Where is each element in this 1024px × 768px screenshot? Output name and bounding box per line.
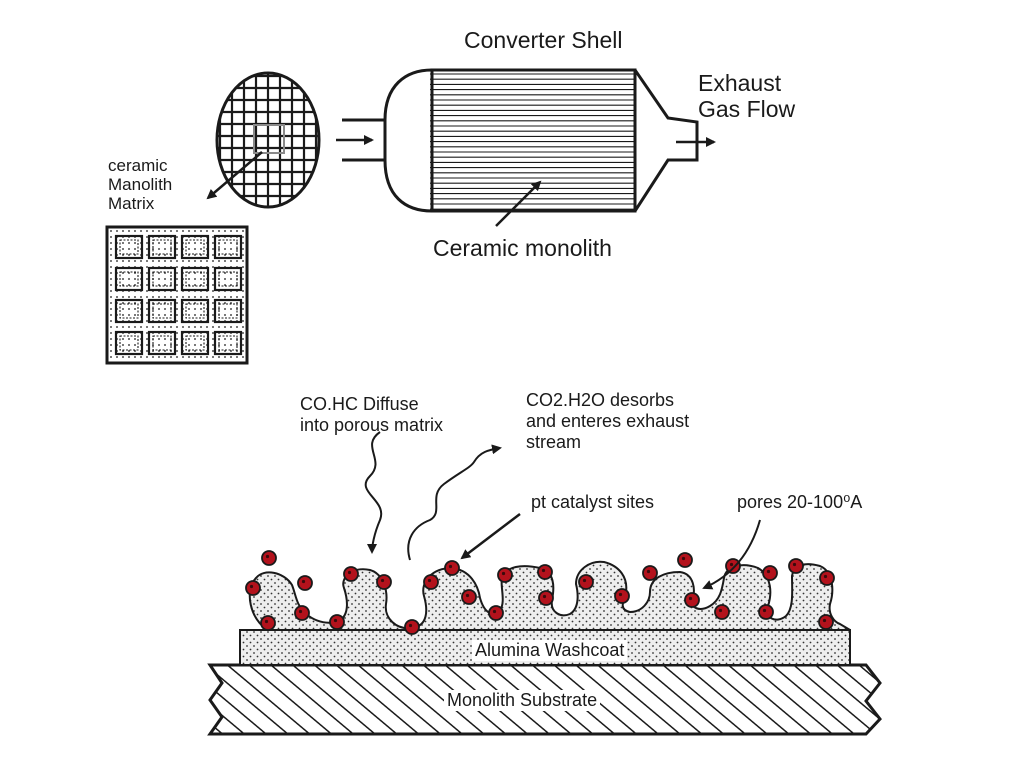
co-hc-diffuse-line-1: CO.HC Diffuse bbox=[300, 394, 419, 414]
co2-h2o-desorbs-line-2: and enteres exhaust bbox=[526, 411, 690, 431]
alumina-washcoat bbox=[239, 560, 851, 666]
pt-catalyst-site bbox=[294, 605, 310, 621]
catalyst-site-pointer bbox=[460, 513, 521, 560]
matrix-cell bbox=[180, 266, 210, 292]
pt-catalyst-site bbox=[758, 604, 774, 620]
magnify-arrow bbox=[206, 151, 263, 200]
pt-catalyst-site bbox=[404, 619, 420, 635]
co-hc-diffuse-label: CO.HC Diffuse into porous matrix bbox=[300, 394, 443, 436]
pt-catalyst-site bbox=[578, 574, 594, 590]
matrix-cell bbox=[114, 330, 144, 356]
pt-catalyst-site bbox=[444, 560, 460, 576]
pt-catalyst-site bbox=[538, 590, 554, 606]
converter-shell bbox=[342, 68, 699, 213]
pt-catalyst-site bbox=[677, 552, 693, 568]
pt-catalyst-site bbox=[260, 615, 276, 631]
matrix-cell bbox=[213, 298, 243, 324]
ceramic-monolith-label: Ceramic monolith bbox=[433, 235, 612, 261]
matrix-cell bbox=[213, 330, 243, 356]
matrix-cell bbox=[147, 298, 177, 324]
matrix-cell bbox=[114, 298, 144, 324]
matrix-cell bbox=[114, 234, 144, 260]
pt-catalyst-site bbox=[714, 604, 730, 620]
matrix-cell bbox=[147, 234, 177, 260]
pores-pointer bbox=[702, 519, 761, 590]
desorb-out-arrow bbox=[407, 444, 502, 561]
pt-catalyst-site bbox=[497, 567, 513, 583]
matrix-cell bbox=[180, 234, 210, 260]
pt-catalyst-sites-group bbox=[245, 550, 835, 635]
pt-catalyst-site bbox=[376, 574, 392, 590]
exhaust-gas-flow-line-2: Gas Flow bbox=[698, 96, 796, 122]
pt-catalyst-site bbox=[614, 588, 630, 604]
ceramic-manolith-matrix-label: ceramic Manolith Matrix bbox=[108, 156, 172, 213]
matrix-cell bbox=[147, 330, 177, 356]
pt-catalyst-sites-label: pt catalyst sites bbox=[531, 492, 655, 512]
pt-catalyst-site bbox=[423, 574, 439, 590]
monolith-cross-section-ellipse bbox=[215, 71, 321, 209]
co2-h2o-desorbs-line-1: CO2.H2O desorbs bbox=[526, 390, 675, 410]
pt-catalyst-site bbox=[488, 605, 504, 621]
diffuse-in-arrow bbox=[364, 431, 383, 554]
pt-catalyst-site bbox=[788, 558, 804, 574]
exhaust-gas-flow-line-1: Exhaust bbox=[698, 70, 782, 96]
ceramic-manolith-matrix-line-2: Manolith bbox=[108, 175, 173, 194]
pt-catalyst-site bbox=[762, 565, 778, 581]
matrix-cell bbox=[213, 266, 243, 292]
pt-catalyst-site bbox=[537, 564, 553, 580]
pt-catalyst-site bbox=[343, 566, 359, 582]
alumina-washcoat-label: Alumina Washcoat bbox=[472, 640, 628, 661]
ceramic-monolith-pointer bbox=[495, 180, 542, 227]
monolith-substrate-label: Monolith Substrate bbox=[444, 690, 601, 711]
converter-shell-label: Converter Shell bbox=[464, 27, 623, 53]
pores-label: pores 20-100⁰A bbox=[737, 492, 863, 512]
co-hc-diffuse-line-2: into porous matrix bbox=[300, 415, 444, 435]
manolith-matrix-detail bbox=[105, 225, 249, 365]
pt-catalyst-site bbox=[684, 592, 700, 608]
pt-catalyst-site bbox=[245, 580, 261, 596]
pt-catalyst-site bbox=[297, 575, 313, 591]
pt-catalyst-site bbox=[819, 570, 835, 586]
co2-h2o-desorbs-label: CO2.H2O desorbs and enteres exhaust stre… bbox=[526, 390, 689, 453]
co2-h2o-desorbs-line-3: stream bbox=[526, 432, 582, 452]
matrix-cell bbox=[114, 266, 144, 292]
matrix-cell bbox=[147, 266, 177, 292]
matrix-cell bbox=[180, 298, 210, 324]
pt-catalyst-site bbox=[261, 550, 277, 566]
matrix-cell bbox=[180, 330, 210, 356]
pt-catalyst-site bbox=[818, 614, 834, 630]
pt-catalyst-site bbox=[642, 565, 658, 581]
exhaust-gas-flow-label: Exhaust Gas Flow bbox=[698, 70, 795, 122]
pt-catalyst-site bbox=[461, 589, 477, 605]
ceramic-manolith-matrix-line-3: Matrix bbox=[108, 194, 155, 213]
matrix-cell bbox=[213, 234, 243, 260]
pt-catalyst-site bbox=[725, 558, 741, 574]
pt-catalyst-site bbox=[329, 614, 345, 630]
ceramic-manolith-matrix-line-1: ceramic bbox=[108, 156, 168, 175]
